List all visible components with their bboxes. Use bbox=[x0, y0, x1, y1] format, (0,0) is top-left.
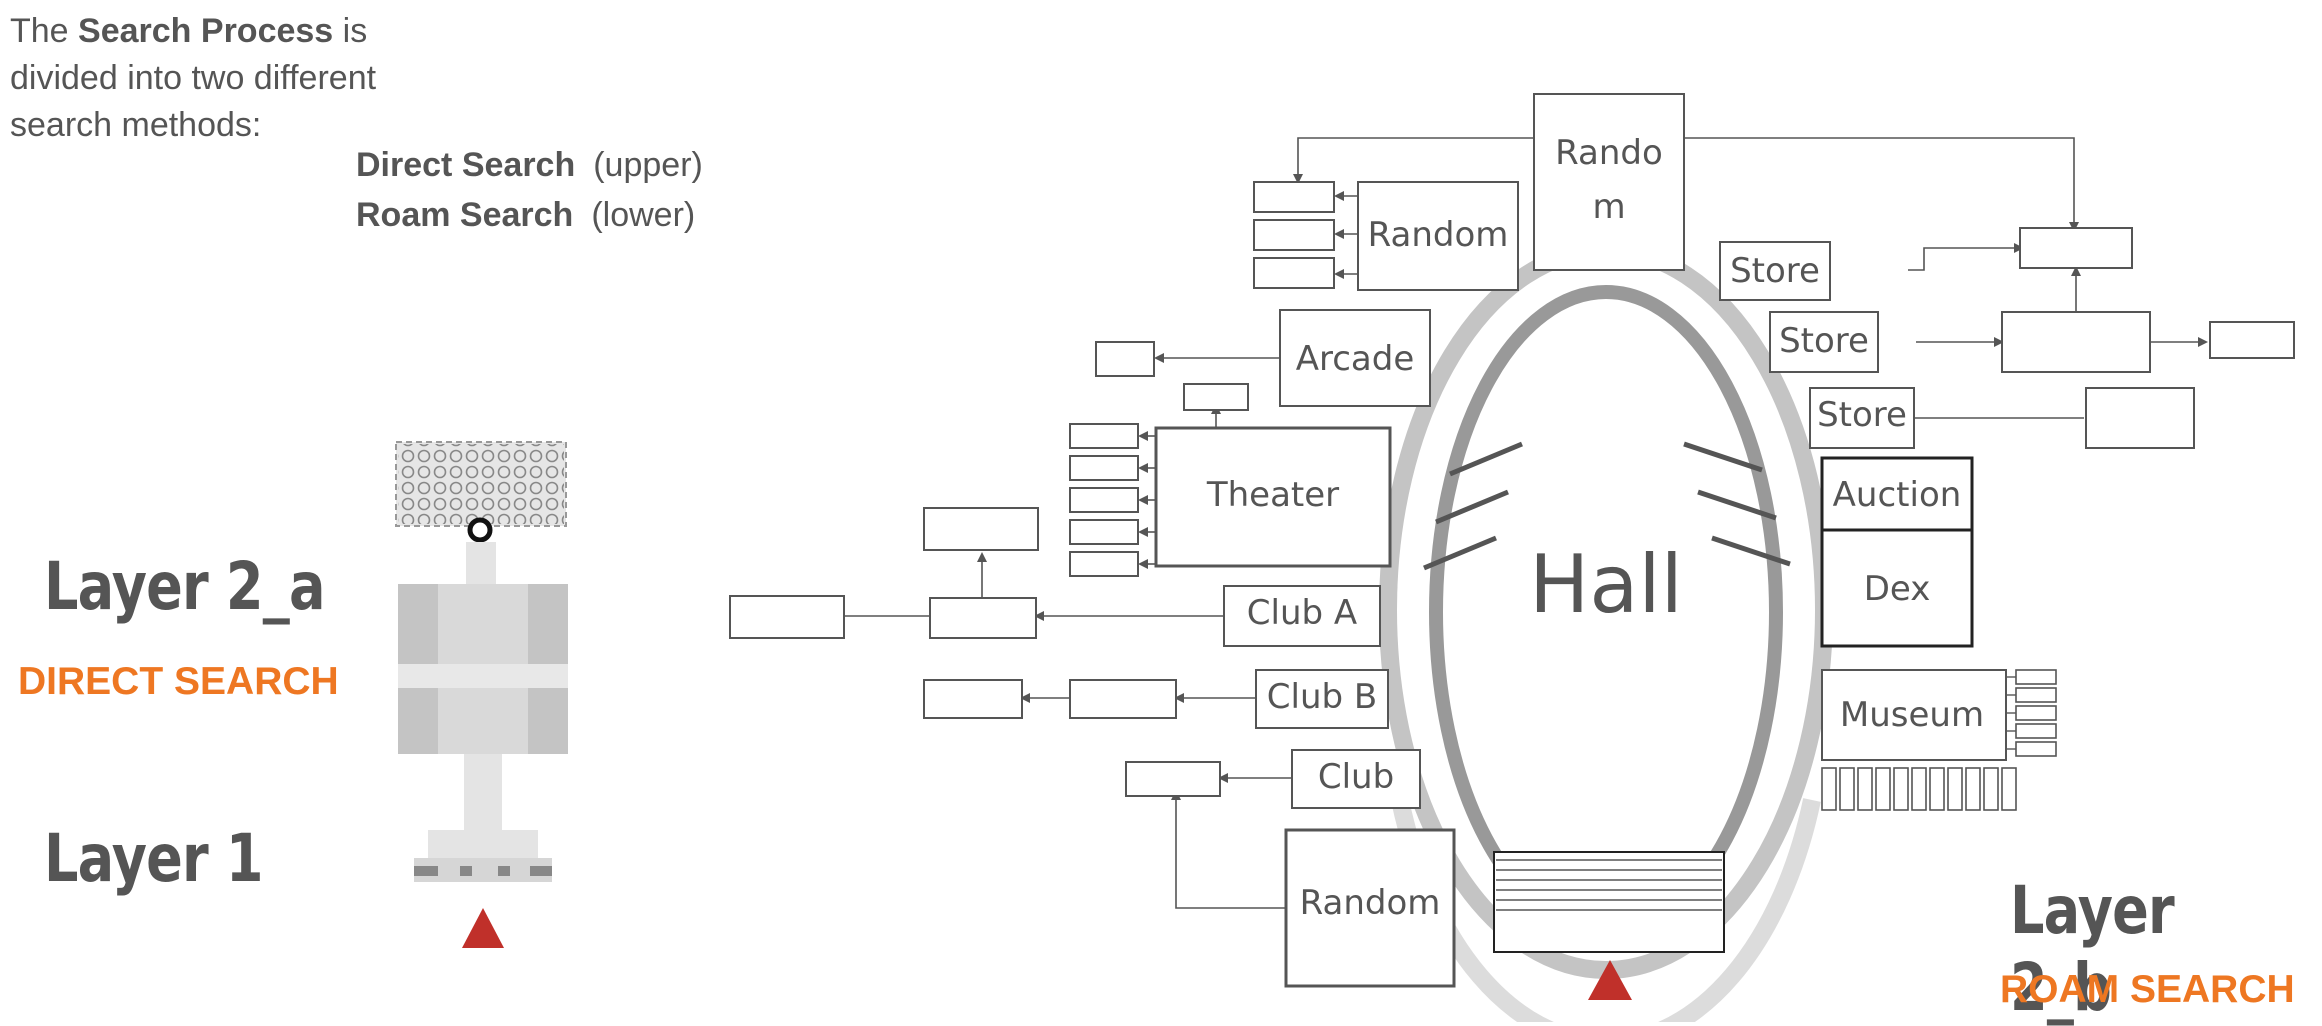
intro-line-2: divided into two different bbox=[10, 59, 377, 97]
intro-bold: Search Process bbox=[78, 12, 334, 50]
small-box bbox=[1183, 383, 1249, 411]
label-auction: Auction bbox=[1833, 475, 1962, 515]
room-arcade bbox=[1279, 309, 1431, 407]
label-random-upper: Random bbox=[1368, 215, 1509, 255]
method-list: Direct Search (upper) Roam Search (lower) bbox=[356, 140, 703, 240]
room-store-1 bbox=[1719, 241, 1831, 301]
method-roam-note: (lower) bbox=[591, 196, 696, 234]
room-random-lower bbox=[1284, 828, 1456, 988]
intro-prefix: The bbox=[10, 12, 79, 50]
device-stem bbox=[464, 754, 502, 830]
start-marker-left-icon bbox=[462, 908, 504, 948]
small-box bbox=[1253, 257, 1335, 289]
small-box bbox=[1069, 551, 1139, 577]
roam-search-label: ROAM SEARCH bbox=[2000, 968, 2295, 1011]
room-auction-dex bbox=[1820, 456, 1974, 648]
room-store-3 bbox=[1809, 387, 1915, 449]
device-neck bbox=[466, 542, 496, 584]
label-random-lower: Random bbox=[1300, 883, 1441, 923]
room-random-upper bbox=[1357, 181, 1519, 291]
small-box bbox=[2019, 227, 2133, 269]
device-band bbox=[398, 664, 568, 688]
entry-box bbox=[1493, 851, 1725, 953]
room-theater bbox=[1154, 426, 1392, 568]
label-random-top-2: m bbox=[1592, 187, 1625, 227]
method-roam: Roam Search (lower) bbox=[356, 190, 703, 240]
label-theater: Theater bbox=[1206, 475, 1339, 515]
small-box bbox=[1069, 423, 1139, 449]
layer-2a-title: Layer 2_a bbox=[44, 548, 326, 625]
method-direct: Direct Search (upper) bbox=[356, 140, 703, 190]
base-mark-4 bbox=[530, 866, 552, 876]
room-club bbox=[1291, 749, 1421, 809]
intro-text: The Search Process is divided into two d… bbox=[10, 8, 376, 149]
dot-grid bbox=[398, 444, 564, 524]
label-museum: Museum bbox=[1840, 695, 1984, 735]
label-arcade: Arcade bbox=[1296, 339, 1415, 379]
label-random-top-1: Rando bbox=[1555, 133, 1663, 173]
direct-search-device bbox=[395, 441, 568, 948]
entry-gate bbox=[1493, 851, 1725, 1000]
small-box bbox=[1095, 341, 1155, 377]
small-box bbox=[2209, 321, 2295, 359]
small-box bbox=[1069, 487, 1139, 513]
base-mark-2 bbox=[460, 866, 472, 876]
device-foot bbox=[428, 830, 538, 858]
method-direct-note: (upper) bbox=[593, 146, 703, 184]
small-box bbox=[923, 679, 1023, 719]
method-direct-name: Direct Search bbox=[356, 146, 576, 184]
direct-search-label: DIRECT SEARCH bbox=[18, 660, 339, 703]
small-box bbox=[2001, 311, 2151, 373]
small-box bbox=[1253, 181, 1335, 213]
museum-links bbox=[2006, 676, 2016, 750]
small-box bbox=[729, 595, 845, 639]
ring-connector-icon bbox=[467, 517, 493, 543]
start-marker-right-icon bbox=[1588, 960, 1632, 1000]
small-box bbox=[929, 597, 1037, 639]
intro-line-1: The Search Process is bbox=[10, 8, 376, 55]
room-random-top bbox=[1533, 93, 1685, 271]
small-box bbox=[1253, 219, 1335, 251]
base-mark-3 bbox=[498, 866, 510, 876]
intro-line-3: search methods: bbox=[10, 106, 262, 144]
small-box bbox=[1069, 519, 1139, 545]
hall-slashes bbox=[1423, 441, 1791, 571]
label-store-2: Store bbox=[1779, 321, 1869, 361]
small-box bbox=[2085, 387, 2195, 449]
method-roam-name: Roam Search bbox=[356, 196, 574, 234]
layer-1-title: Layer 1 bbox=[44, 820, 264, 897]
connector-lines bbox=[798, 137, 2204, 909]
room-museum bbox=[1821, 669, 2007, 761]
small-box bbox=[923, 507, 1039, 551]
label-store-1: Store bbox=[1730, 251, 1820, 291]
label-club-b: Club B bbox=[1267, 677, 1377, 717]
room-club-b bbox=[1255, 669, 1389, 729]
small-box bbox=[1069, 679, 1177, 719]
base-mark-1 bbox=[414, 866, 438, 876]
museum-sub-boxes bbox=[1821, 669, 2057, 811]
layer-2b-title: Layer 2_b bbox=[2010, 872, 2175, 1026]
label-dex: Dex bbox=[1864, 569, 1931, 609]
label-club: Club bbox=[1318, 757, 1394, 797]
room-boxes bbox=[729, 93, 2295, 988]
label-club-a: Club A bbox=[1247, 593, 1357, 633]
small-box bbox=[1069, 455, 1139, 481]
room-club-a bbox=[1223, 585, 1381, 647]
intro-suffix: is bbox=[333, 12, 368, 50]
hall-label: Hall bbox=[1529, 538, 1683, 631]
room-store-2 bbox=[1769, 311, 1879, 373]
label-store-3: Store bbox=[1817, 395, 1907, 435]
small-box bbox=[1125, 761, 1221, 797]
